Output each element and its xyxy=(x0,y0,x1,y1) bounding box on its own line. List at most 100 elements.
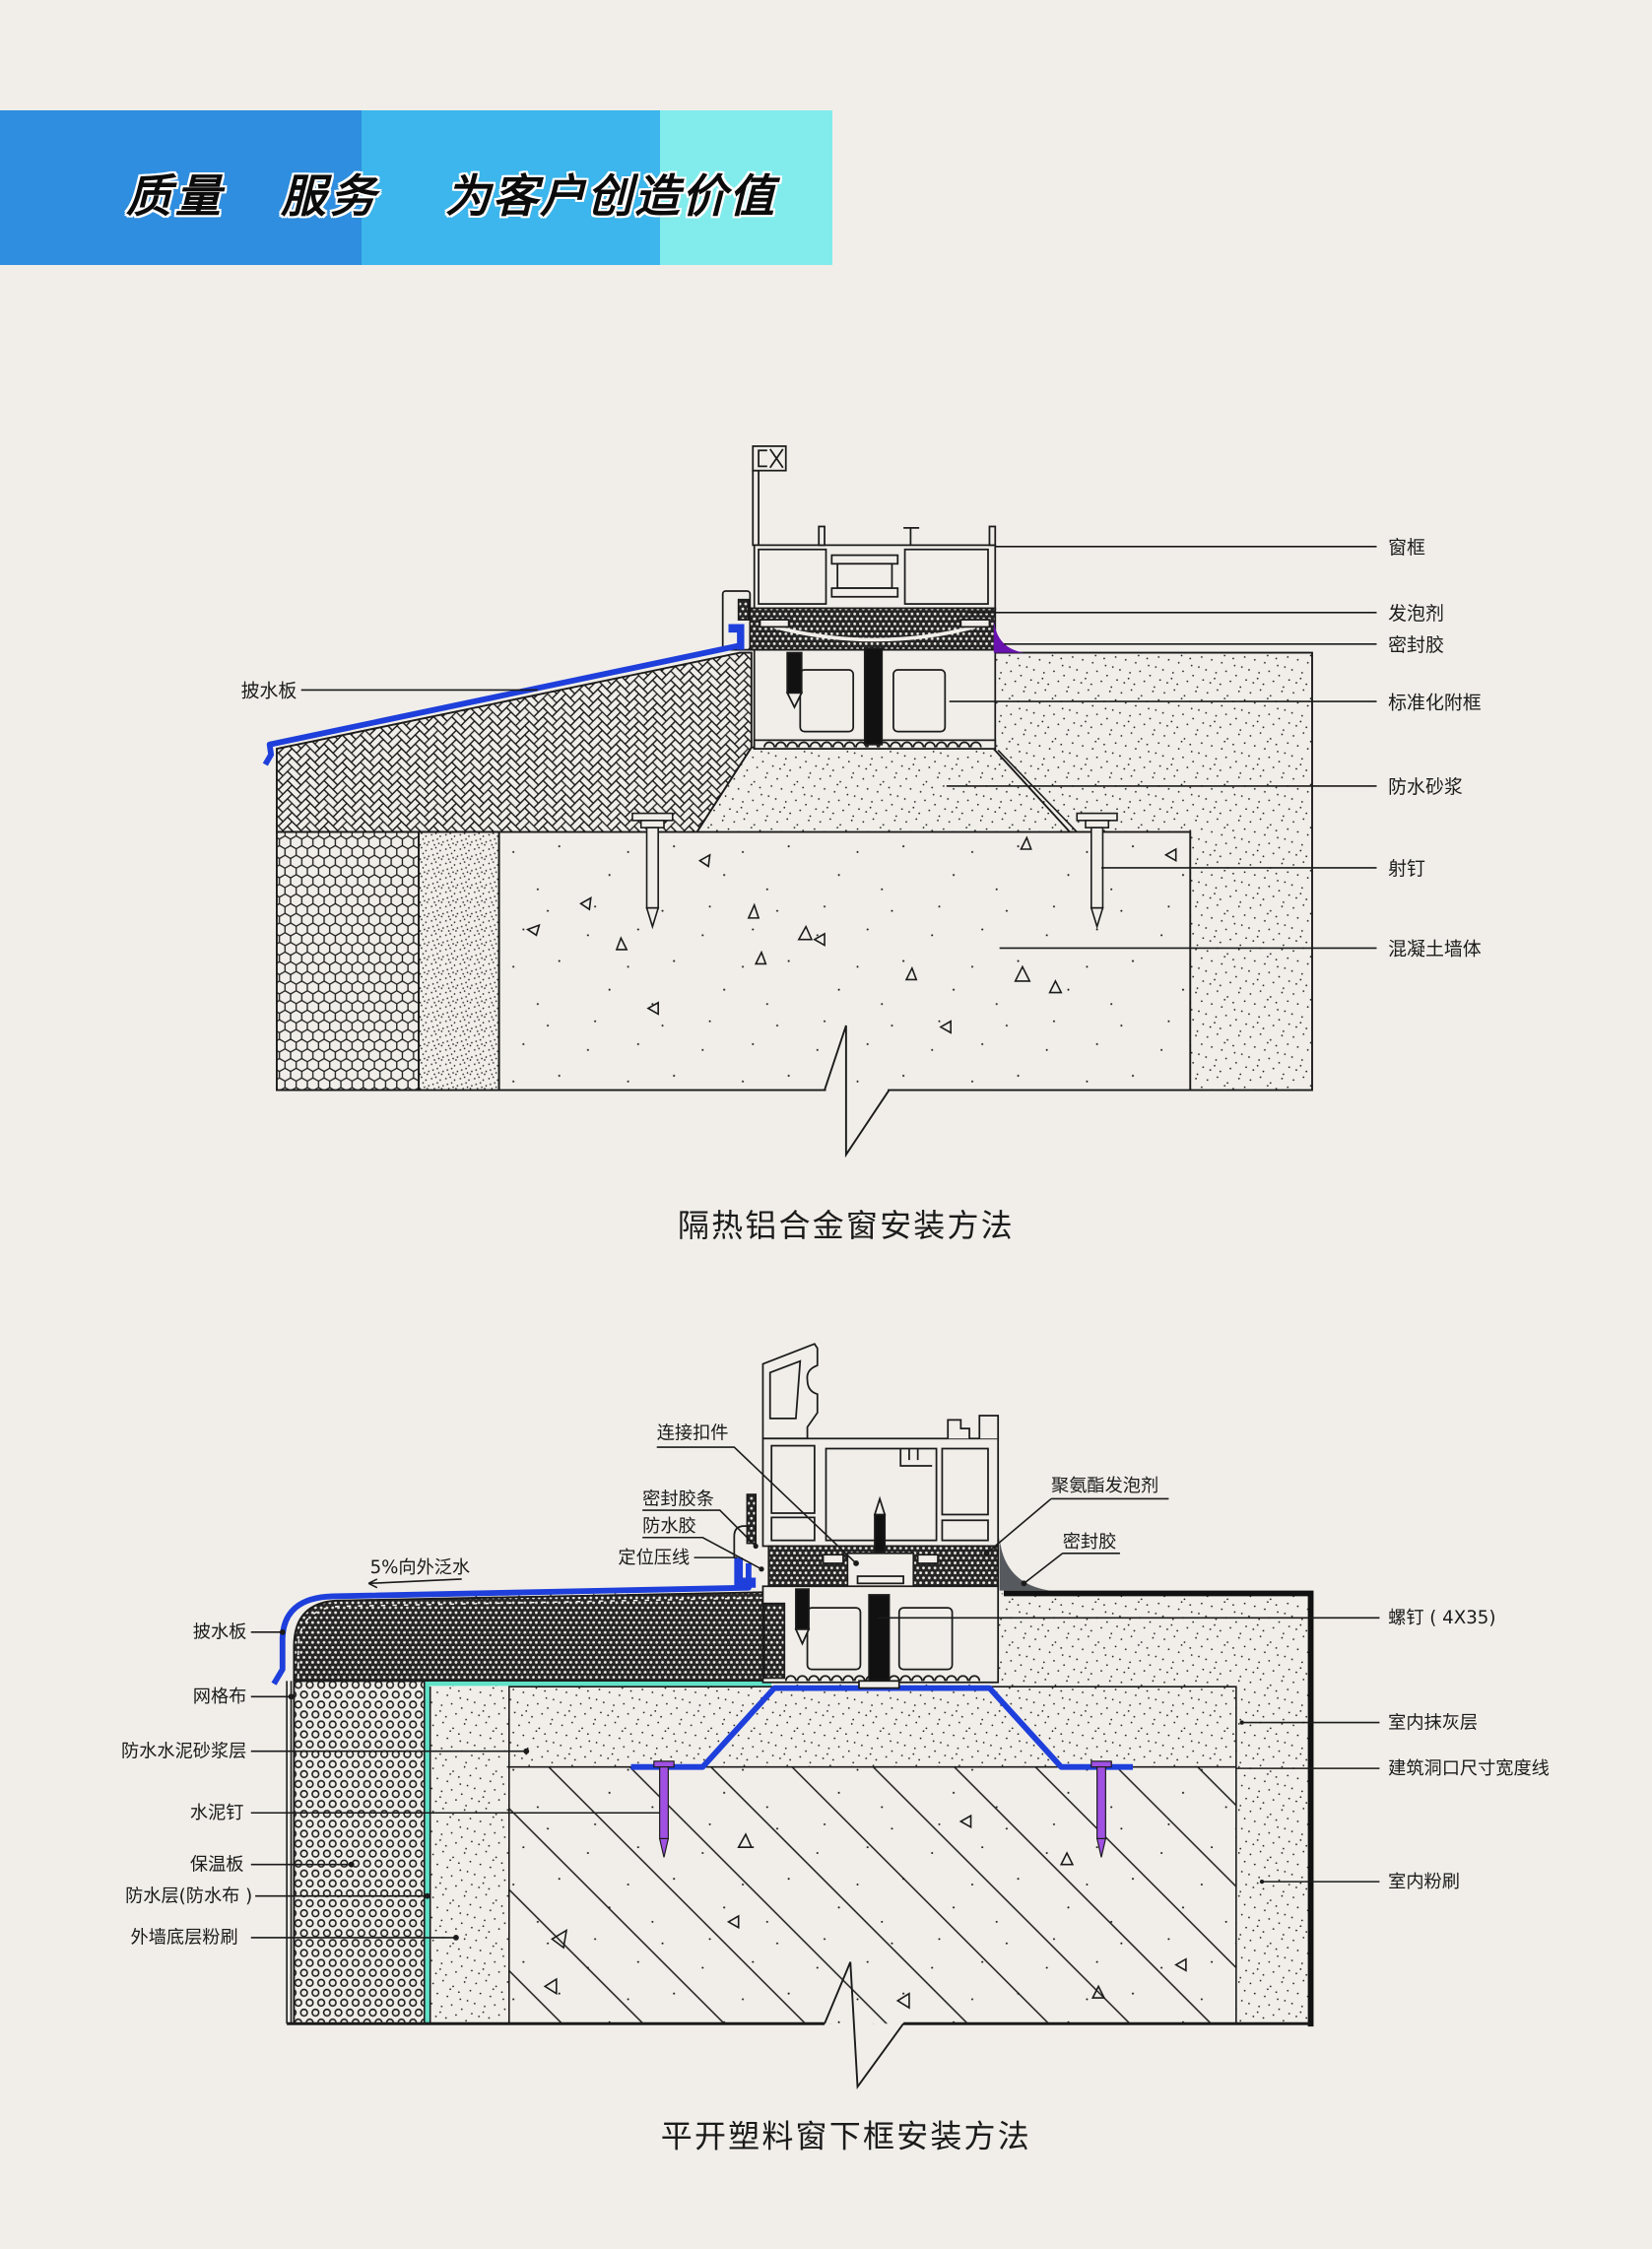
label-flashing: 披水板 xyxy=(241,681,297,702)
seal-block-strip xyxy=(737,598,750,621)
pvc-window-frame xyxy=(733,1343,1000,1689)
foam-channel-left xyxy=(759,619,790,628)
cement-nail-right xyxy=(1090,1760,1112,1858)
sub-frame-chamber xyxy=(806,1607,862,1671)
label-pu-foam: 聚氨酯发泡剂 xyxy=(1051,1476,1158,1496)
label-nail: 射钉 xyxy=(1388,858,1425,880)
flashing-hook-2 xyxy=(734,1557,757,1588)
label-waterproof-layer: 防水层(防水布 ) xyxy=(125,1886,252,1907)
thermal-break-bottom xyxy=(830,587,899,598)
slogan-value: 为客户创造价值 xyxy=(445,169,776,223)
leader-dots xyxy=(279,1543,1265,1941)
aluminum-window-frame xyxy=(721,445,997,750)
label-positioning-bead: 定位压线 xyxy=(618,1548,690,1568)
mesh-dashes xyxy=(297,1597,772,1679)
frame-chamber-left xyxy=(758,548,827,605)
shot-nail-right xyxy=(1076,812,1118,930)
flashing-board-top xyxy=(262,628,744,766)
label-window-frame: 窗框 xyxy=(1388,537,1425,559)
connector-clip-inner xyxy=(856,1575,904,1585)
sealant-purple xyxy=(993,620,1024,653)
sash-inner-chamber xyxy=(768,1359,802,1420)
fixing-screw xyxy=(863,647,884,746)
label-waterproof-glue: 防水胶 xyxy=(642,1516,696,1537)
caption-figure2: 平开塑料窗下框安装方法 xyxy=(661,2117,1031,2154)
slogan-banner xyxy=(0,110,832,265)
dense-render-band xyxy=(293,1591,776,1683)
banner-segment-right xyxy=(660,110,832,265)
break-gap xyxy=(826,1086,889,1094)
fixing-nail xyxy=(795,1588,810,1630)
caption-figure1: 隔热铝合金窗安装方法 xyxy=(678,1207,1015,1244)
label-connector: 连接扣件 xyxy=(657,1422,729,1443)
label-sealant-2: 密封胶 xyxy=(1063,1532,1117,1553)
sub-frame-chamber-left xyxy=(799,669,855,733)
sealant-gray xyxy=(999,1537,1050,1591)
sash-profile xyxy=(761,1343,819,1440)
label-sub-frame: 标准化附框 xyxy=(1388,692,1482,713)
sub-frame-fill xyxy=(763,1602,786,1680)
flashing-board-top-2 xyxy=(271,1562,752,1686)
frame-chamber-right xyxy=(903,548,989,605)
connector-screw xyxy=(874,1513,887,1554)
foam-channel-right xyxy=(959,619,991,628)
masonry-herringbone-hatch xyxy=(276,651,753,833)
connector-screw-tip xyxy=(873,1495,887,1516)
label-interior-render: 室内粉刷 xyxy=(1388,1872,1460,1892)
label-insulation: 保温板 xyxy=(190,1854,244,1875)
seal-strip xyxy=(746,1493,758,1545)
figure-pvc-window: 5%向外泛水 连接扣件 密封胶条 防水胶 定位压线 聚氨酯发泡剂 密封胶 披水板… xyxy=(121,1343,1550,2154)
thermal-break-mid xyxy=(836,562,893,589)
concrete-dots xyxy=(508,1766,1236,2024)
concrete-aggregate-triangles-2 xyxy=(543,1814,1187,2010)
exterior-insulation-hex xyxy=(276,830,421,1091)
leader-lines-figure2 xyxy=(250,1446,1380,1939)
label-exterior-base-plaster: 外墙底层粉刷 xyxy=(131,1928,238,1949)
screw-foot-plate xyxy=(858,1680,900,1689)
insulation-board xyxy=(293,1680,426,2025)
label-foam: 发泡剂 xyxy=(1388,603,1444,625)
slogan-quality: 质量 xyxy=(126,169,225,223)
foam-channel xyxy=(916,1554,939,1564)
sub-frame-bumps xyxy=(763,741,982,748)
slope-note: 5%向外泛水 xyxy=(370,1557,471,1578)
frame-chamber xyxy=(941,1519,989,1542)
label-waterproof-mortar: 防水砂浆 xyxy=(1388,776,1463,798)
leader-lines-figure1 xyxy=(300,546,1377,950)
slope-arrow xyxy=(367,1578,462,1589)
frame-chamber xyxy=(941,1447,989,1516)
positioning-bead xyxy=(733,1525,752,1558)
label-sealant: 密封胶 xyxy=(1388,634,1444,656)
foam-curve xyxy=(773,625,976,642)
frame-fins xyxy=(947,1415,1000,1439)
label-mortar-layer: 防水水泥砂浆层 xyxy=(121,1741,246,1761)
banner-segment-middle xyxy=(362,110,660,265)
fixing-nail-tip xyxy=(794,1628,811,1646)
fixing-nail-tip xyxy=(785,692,804,709)
shot-nail-left xyxy=(631,812,674,930)
frame-fin-tee xyxy=(903,527,920,546)
thermal-break-top xyxy=(830,554,899,565)
sub-frame-chamber xyxy=(897,1607,954,1671)
waterproof-cloth-teal xyxy=(425,1682,772,2024)
label-concrete-wall: 混凝土墙体 xyxy=(1388,939,1482,960)
exterior-plaster-dense xyxy=(418,830,500,1091)
concrete-wall xyxy=(497,830,1192,1091)
frame-glazing-notch xyxy=(899,1448,933,1467)
label-opening-width-line: 建筑洞口尺寸宽度线 xyxy=(1388,1758,1550,1779)
label-screw: 螺钉 ( 4X35) xyxy=(1388,1608,1495,1628)
frame-fin-left xyxy=(818,525,826,547)
label-cement-nail: 水泥钉 xyxy=(190,1803,244,1823)
sash-flag-cross-icon xyxy=(758,448,784,469)
fixing-nail xyxy=(786,651,803,695)
label-interior-plaster-layer: 室内抹灰层 xyxy=(1388,1712,1478,1733)
foam-channel xyxy=(822,1554,844,1564)
concrete-aggregate-triangles xyxy=(525,835,1177,1034)
fixing-screw xyxy=(868,1594,891,1684)
label-flashing-2: 披水板 xyxy=(193,1622,247,1643)
figure-aluminum-window: 披水板 窗框 发泡剂 密封胶 标准化附框 防水砂浆 射钉 混凝土墙体 隔热铝合金… xyxy=(241,445,1482,1244)
sub-frame-chamber-right xyxy=(892,669,947,733)
break-line-symbol xyxy=(824,1025,891,1158)
break-line-symbol-2 xyxy=(824,1961,904,2089)
